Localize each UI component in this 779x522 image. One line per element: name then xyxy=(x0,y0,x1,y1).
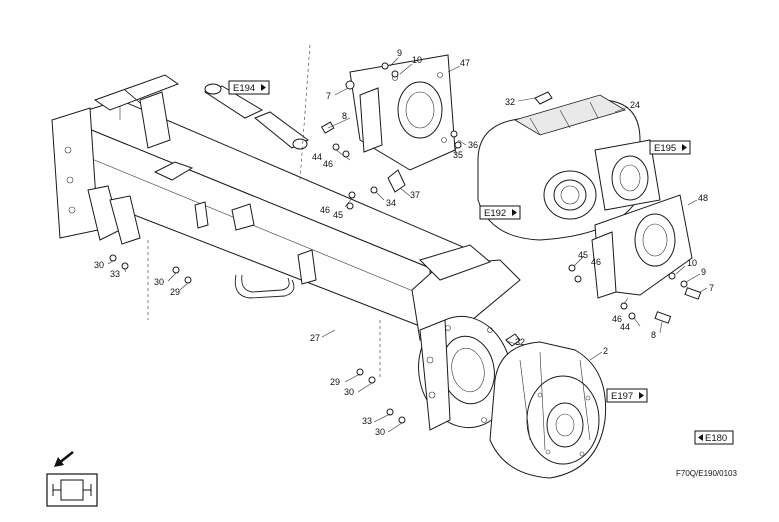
callout: 29 xyxy=(170,287,180,297)
ref-label-e192: E192 xyxy=(484,208,506,219)
arrow-left-icon xyxy=(698,434,703,441)
callout: 30 xyxy=(94,260,104,270)
ref-label-e194: E194 xyxy=(233,83,255,94)
bell-housing-2 xyxy=(489,341,607,479)
callout: 10 xyxy=(687,258,697,268)
callout: 32 xyxy=(515,337,525,347)
ref-label-e197: E197 xyxy=(611,391,633,402)
gearbox-24 xyxy=(477,94,661,241)
shaft-pins xyxy=(203,44,311,181)
callout: 45 xyxy=(578,250,588,260)
callout: 37 xyxy=(410,190,420,200)
callout: 46 xyxy=(612,314,622,324)
ref-box-e180[interactable]: E180 xyxy=(694,430,734,445)
callout: 48 xyxy=(698,193,708,203)
callout: 9 xyxy=(701,267,706,277)
callout: 44 xyxy=(620,322,630,332)
fasteners xyxy=(109,62,702,424)
direction-arrow-icon xyxy=(54,451,74,467)
ref-label-e195: E195 xyxy=(654,143,676,154)
callout: 7 xyxy=(709,283,714,293)
callout: 46 xyxy=(323,159,333,169)
callout: 32 xyxy=(505,97,515,107)
callout: 34 xyxy=(386,198,396,208)
callout: 2 xyxy=(603,346,608,356)
callout: 10 xyxy=(412,55,422,65)
callout: 24 xyxy=(630,100,640,110)
callout: 46 xyxy=(591,257,601,267)
arrow-right-icon xyxy=(639,392,644,399)
callout: 45 xyxy=(333,210,343,220)
callout: 30 xyxy=(375,427,385,437)
callout: 9 xyxy=(397,48,402,58)
callout: 46 xyxy=(320,205,330,215)
ref-box-e195[interactable]: E195 xyxy=(649,140,691,155)
ref-box-e197[interactable]: E197 xyxy=(606,388,648,403)
arrow-right-icon xyxy=(512,209,517,216)
callout: 8 xyxy=(651,330,656,340)
callout: 29 xyxy=(330,377,340,387)
callout: 33 xyxy=(110,269,120,279)
callout: 47 xyxy=(460,58,470,68)
callout: 30 xyxy=(344,387,354,397)
ref-box-e194[interactable]: E194 xyxy=(228,80,270,95)
callout: 30 xyxy=(154,277,164,287)
arrow-right-icon xyxy=(261,84,266,91)
callout: 8 xyxy=(342,111,347,121)
callout: 44 xyxy=(312,152,322,162)
callout: 33 xyxy=(362,416,372,426)
callout: 36 xyxy=(468,140,478,150)
mounting-plate-47 xyxy=(349,54,456,171)
leader-lines xyxy=(107,57,708,433)
ref-label-e180: E180 xyxy=(705,433,727,444)
callout-labels: 9 10 47 7 8 32 24 44 46 36 35 37 34 46 4… xyxy=(94,48,714,437)
callout: 7 xyxy=(326,91,331,101)
ref-box-e192[interactable]: E192 xyxy=(479,205,521,220)
drawing-code: F70Q/E190/0103 xyxy=(676,469,737,478)
frame-beam xyxy=(51,74,521,431)
callout: 27 xyxy=(310,333,320,343)
mounting-plate-48 xyxy=(591,194,693,299)
callout: 35 xyxy=(453,150,463,160)
hitch-symbol-icon xyxy=(46,473,98,507)
arrow-right-icon xyxy=(682,144,687,151)
